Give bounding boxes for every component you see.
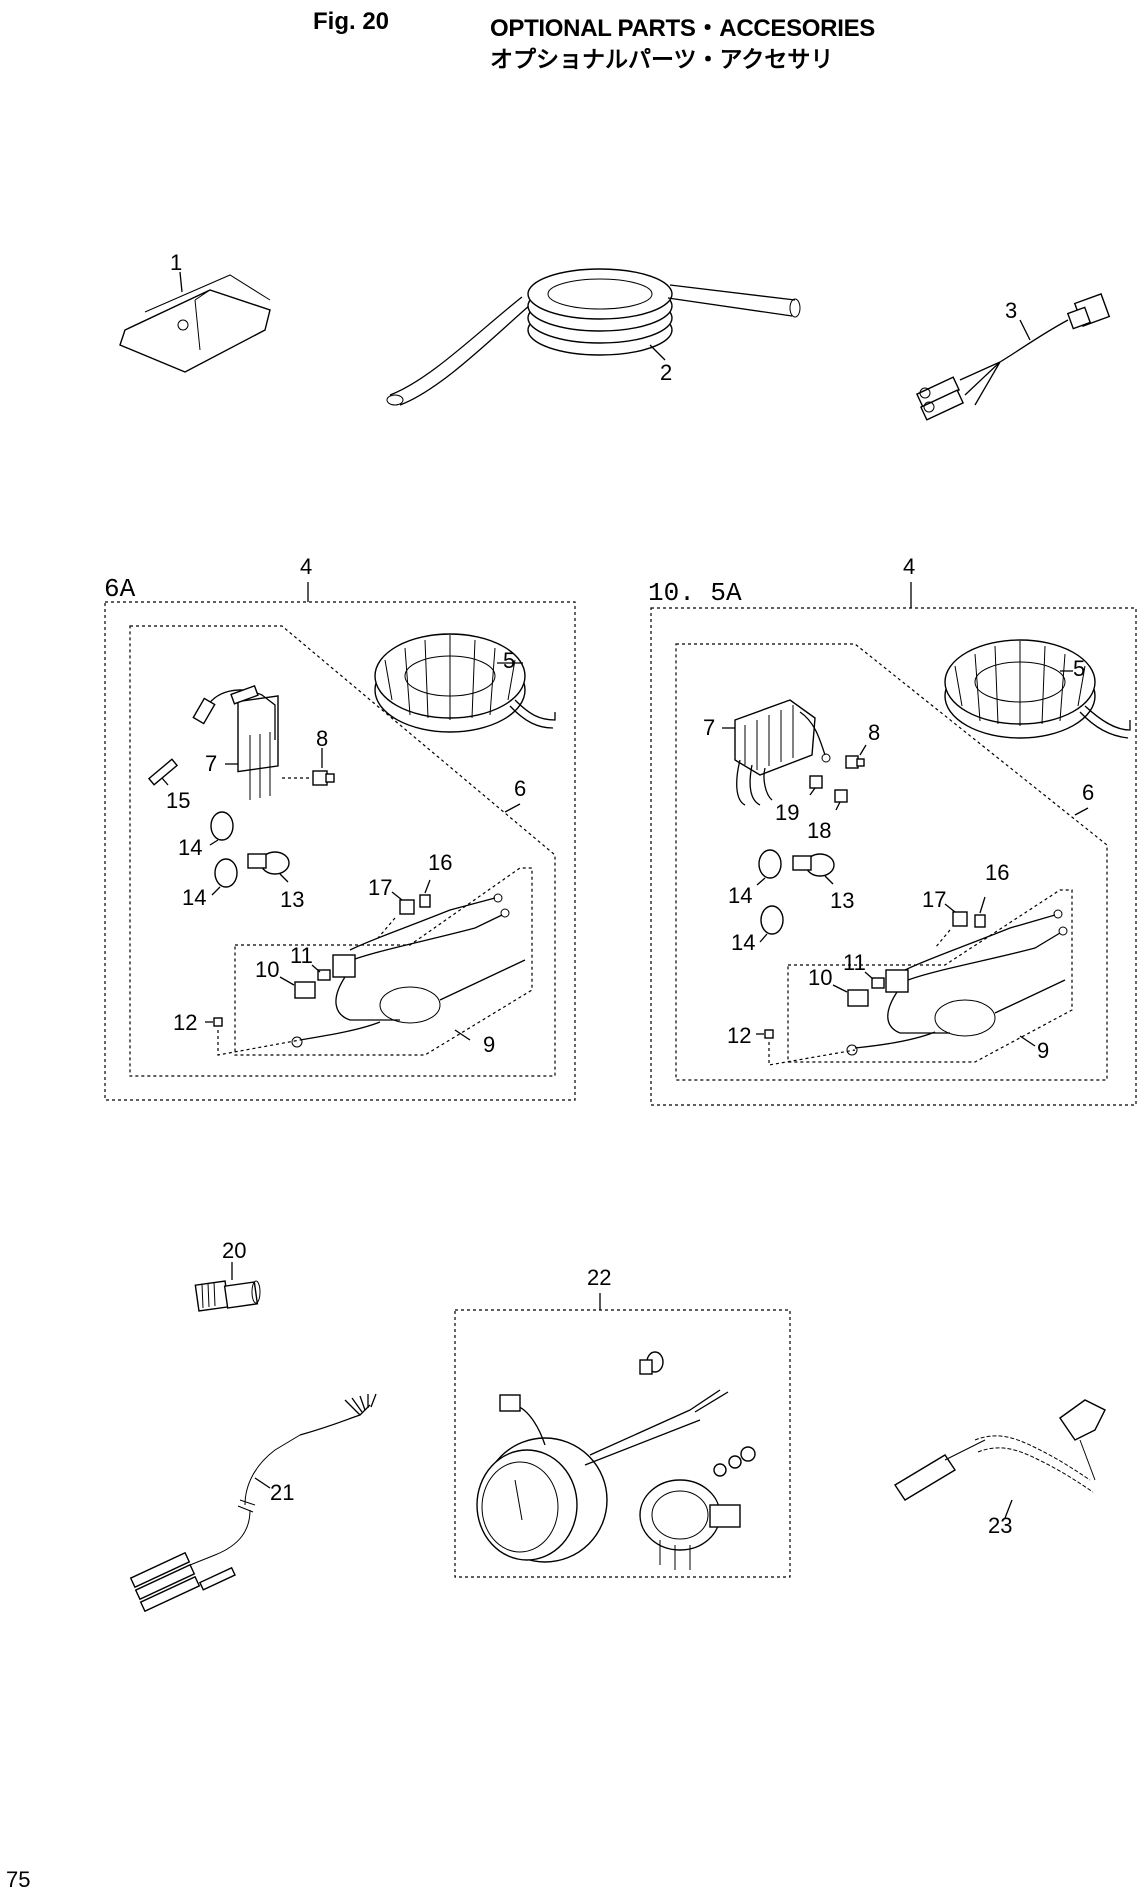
mounting-bracket (639, 1479, 741, 1570)
callout-R14b: 14 (731, 930, 755, 955)
callout-R6: 6 (1082, 780, 1094, 805)
part-20-hose-fitting (194, 1262, 261, 1312)
callout-R19: 19 (775, 800, 799, 825)
part-1-tool-pouch (119, 271, 271, 373)
part-14-clamp (209, 811, 238, 896)
page-number: 75 (6, 1867, 31, 1892)
callout-R7: 7 (703, 715, 715, 740)
tachometer-gauge (476, 1437, 608, 1563)
callout-R10: 10 (808, 965, 832, 990)
callout-R11: 11 (843, 950, 866, 975)
callout-R13: 13 (830, 888, 854, 913)
callout-L9: 9 (483, 1032, 495, 1057)
kit-10-5a: 10. 5A 4 5 6 7 (648, 554, 1137, 1106)
callout-R16: 16 (985, 860, 1009, 885)
page-title: OPTIONAL PARTS・ACCESORIES (490, 15, 875, 42)
callout-22: 22 (587, 1265, 611, 1290)
part-13-clip (247, 851, 290, 883)
part-9-wire-harness (846, 909, 1068, 1056)
part-14-clamp (756, 849, 784, 943)
callout-L10: 10 (255, 957, 279, 982)
part-10-11-couplers (279, 964, 331, 999)
part-8-bolt (845, 744, 867, 769)
variant-label-6a: 6A (104, 574, 136, 604)
part-8-bolt (282, 748, 335, 786)
part-22-tachometer-kit: 22 (454, 1265, 791, 1578)
part-5-stator-coil (374, 633, 556, 733)
callout-R12: 12 (727, 1023, 751, 1048)
callout-R4: 4 (903, 554, 915, 579)
callout-R14a: 14 (728, 883, 752, 908)
callout-R8: 8 (868, 720, 880, 745)
figure-number: Fig. 20 (313, 8, 390, 35)
callout-L4: 4 (300, 554, 312, 579)
callout-20: 20 (222, 1238, 246, 1263)
callout-L17: 17 (368, 875, 392, 900)
callout-21: 21 (270, 1480, 294, 1505)
callout-L11: 11 (290, 943, 313, 968)
callout-L16: 16 (428, 850, 452, 875)
callout-1: 1 (170, 250, 182, 275)
part-12-screw (205, 1017, 301, 1056)
part-12-screw (756, 1029, 856, 1066)
part-3-wiring-harness (915, 293, 1111, 421)
callout-L6: 6 (514, 776, 526, 801)
callout-R17: 17 (922, 887, 946, 912)
callout-L15: 15 (166, 788, 190, 813)
variant-label-10-5a: 10. 5A (648, 578, 742, 608)
part-16-17-connectors (934, 896, 986, 949)
part-15-fuse (147, 758, 179, 786)
callout-L12: 12 (173, 1010, 197, 1035)
callout-L8: 8 (316, 726, 328, 751)
part-7-rectifier-regulator (192, 684, 279, 800)
callout-R5: 5 (1073, 656, 1085, 681)
callout-23: 23 (988, 1513, 1012, 1538)
callout-L14b: 14 (182, 885, 206, 910)
callout-L14a: 14 (178, 835, 202, 860)
callout-L13: 13 (280, 887, 304, 912)
callout-R9: 9 (1037, 1038, 1049, 1063)
part-10-11-couplers (832, 971, 885, 1007)
part-18-19-fasteners (809, 775, 848, 811)
part-2-fuel-hose (386, 268, 801, 406)
callout-2: 2 (660, 360, 672, 385)
part-7-rectifier-regulator (722, 699, 831, 806)
part-5-stator-coil (944, 639, 1131, 739)
kit-6a: 6A 4 5 6 7 (104, 554, 576, 1101)
part-13-clip (792, 853, 835, 885)
part-16-17-connectors (377, 879, 431, 939)
callout-R18: 18 (807, 818, 831, 843)
callout-L5: 5 (503, 648, 515, 673)
callout-L7: 7 (205, 751, 217, 776)
page-title-japanese: オプショナルパーツ・アクセサリ (490, 47, 834, 73)
part-21-extension-harness (129, 1393, 377, 1613)
callout-3: 3 (1005, 298, 1017, 323)
part-9-wire-harness (291, 893, 526, 1048)
part-23-emergency-lanyard (894, 1399, 1106, 1519)
